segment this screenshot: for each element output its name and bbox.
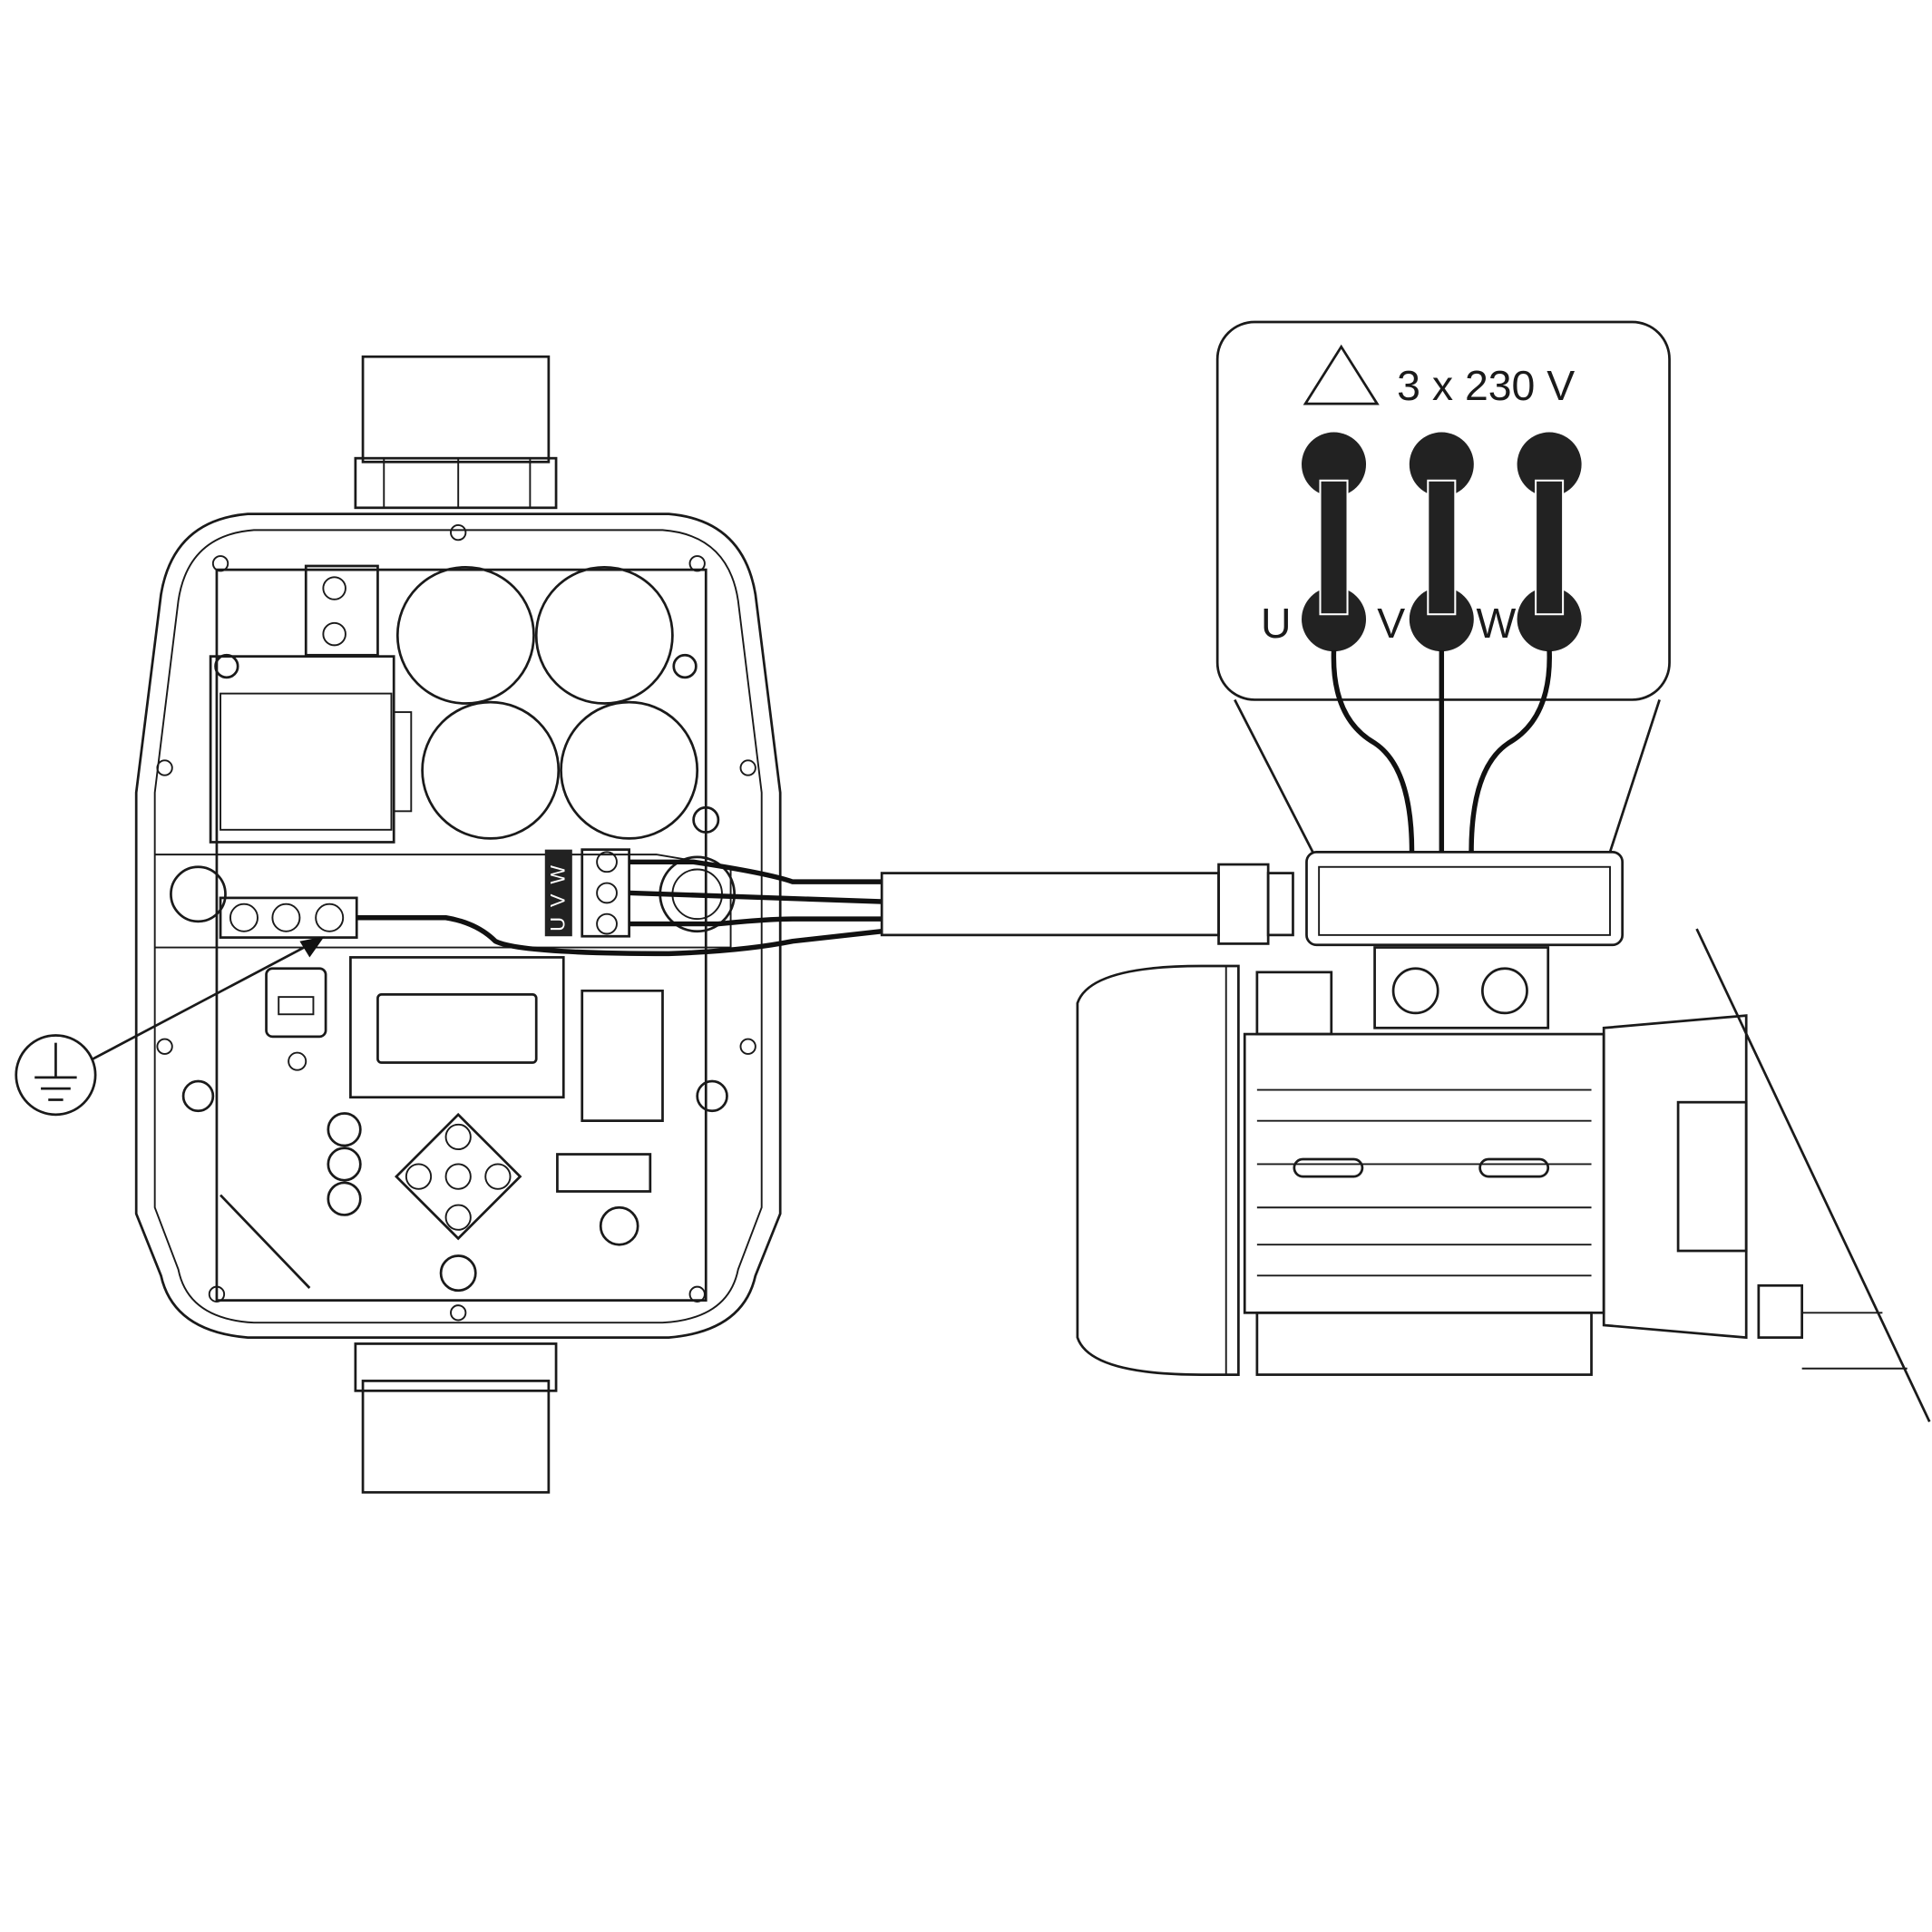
terminal-u-label: U: [1261, 600, 1292, 647]
delta-connection-icon: [1303, 344, 1380, 405]
terminal-v-label: V: [1377, 600, 1405, 647]
uvw-label-plate: [544, 849, 572, 937]
controller-terminal-labels: UVW: [547, 865, 570, 932]
controller-unit: UVW: [134, 355, 782, 1494]
motor-cable: [356, 859, 1294, 957]
terminal-w-label: W: [1477, 600, 1517, 647]
voltage-label: 3 x 230 V: [1397, 362, 1575, 409]
earth-ground-icon: [15, 936, 325, 1117]
motor-terminal-box: 3 x 230 V U V W: [1215, 320, 1671, 854]
motor: [1076, 851, 1931, 1423]
